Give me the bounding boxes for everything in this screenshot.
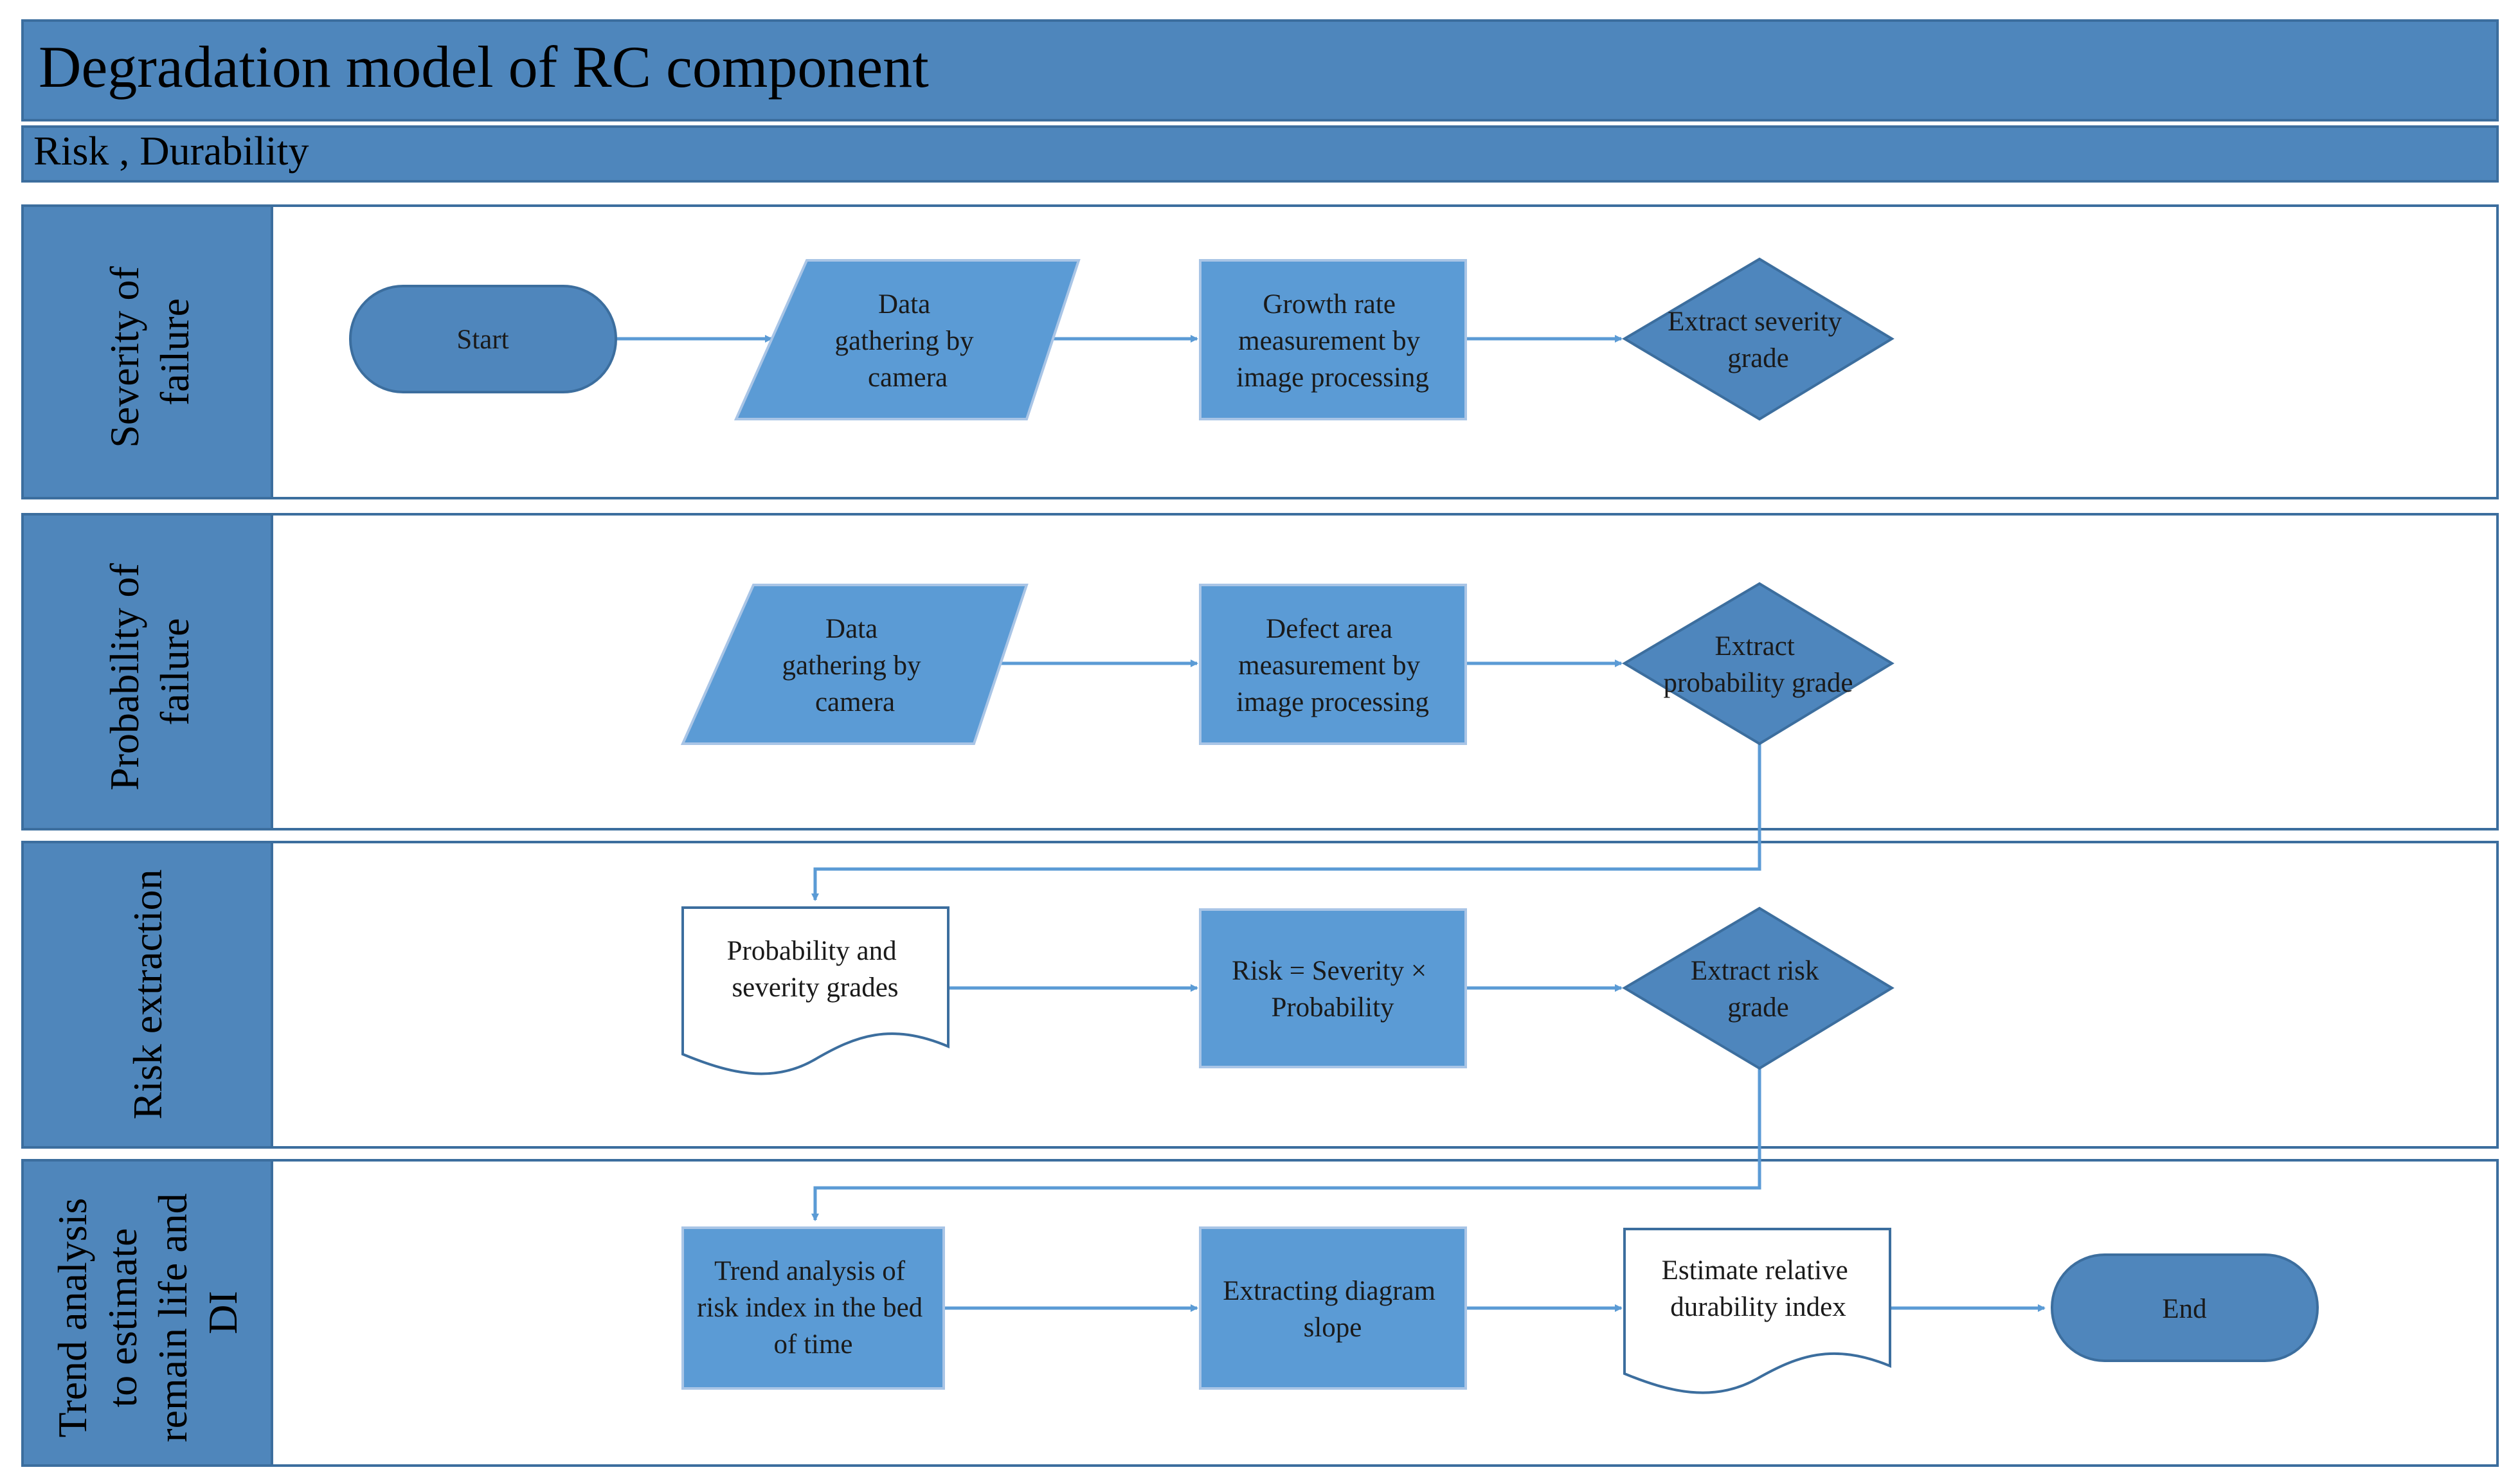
svg-text:Extract severity grade: Extract severity grade (1668, 307, 1849, 373)
svg-text:Probability and severity: Probability and severity grades (727, 936, 904, 1003)
svg-text:Data gathering by: Data gathering by camera (782, 614, 928, 717)
arrow-probability-to-grades (811, 742, 1761, 901)
svg-text:Trend analysis of risk i: Trend analysis of risk index in the bed … (697, 1256, 930, 1360)
svg-text:Data gathering by: Data gathering by camera (835, 289, 981, 393)
svg-text:End: End (2162, 1294, 2206, 1324)
svg-text:Start: Start (456, 325, 509, 355)
svg-text:Risk = Severity × Probab: Risk = Severity × Probability (1232, 956, 1434, 1023)
diagram-slope-process: Extracting diagram slope (1199, 1226, 1467, 1390)
connectors (616, 335, 2046, 1312)
arrow-extract-risk-to-trend (811, 1067, 1761, 1221)
svg-text:Extract probability grad: Extract probability grade (1664, 631, 1853, 698)
svg-text:Extract risk grade: Extract risk grade (1691, 956, 1826, 1023)
diagram-subtitle: Risk , Durability (33, 128, 309, 174)
svg-text:Estimate relative durabi: Estimate relative durability index (1662, 1255, 1855, 1322)
lane-risk-extraction: Risk extraction (21, 841, 2499, 1149)
extract-probability-decision: Extract probability grade (1622, 582, 1895, 746)
extract-severity-decision: Extract severity grade (1622, 257, 1895, 421)
svg-text:Extracting diagram slope: Extracting diagram slope (1223, 1276, 1442, 1343)
svg-text:Growth rate measurement: Growth rate measurement by image process… (1236, 289, 1429, 393)
start-terminal: Start (349, 285, 617, 393)
trend-analysis-process: Trend analysis of risk index in the bed … (681, 1226, 945, 1390)
title-bar: Degradation model of RC component (21, 19, 2499, 121)
data-gathering-2-shape: Data gathering by camera (680, 584, 1029, 745)
diagram-title: Degradation model of RC component (39, 34, 929, 100)
subtitle-bar: Risk , Durability (21, 125, 2499, 183)
probability-severity-document: Probability and severity grades (681, 906, 950, 1075)
svg-text:Defect area measurement: Defect area measurement by image process… (1236, 614, 1429, 717)
risk-formula-process: Risk = Severity × Probability (1199, 908, 1467, 1068)
extract-risk-decision: Extract risk grade (1622, 906, 1895, 1070)
estimate-durability-document: Estimate relative durability index (1623, 1228, 1891, 1394)
end-terminal: End (2051, 1253, 2319, 1362)
lane-label-probability: Probability of failure (102, 553, 197, 791)
lane-label-severity: Severity of failure (102, 256, 197, 448)
data-gathering-1-shape: Data gathering by camera (734, 259, 1081, 420)
lane-label-risk-extraction: Risk extraction (125, 869, 170, 1119)
lane-label-trend-analysis: Trend analysis to estimate remain life a… (50, 1183, 246, 1442)
defect-area-process: Defect area measurement by image process… (1199, 584, 1467, 745)
growth-rate-process: Growth rate measurement by image process… (1199, 259, 1467, 420)
